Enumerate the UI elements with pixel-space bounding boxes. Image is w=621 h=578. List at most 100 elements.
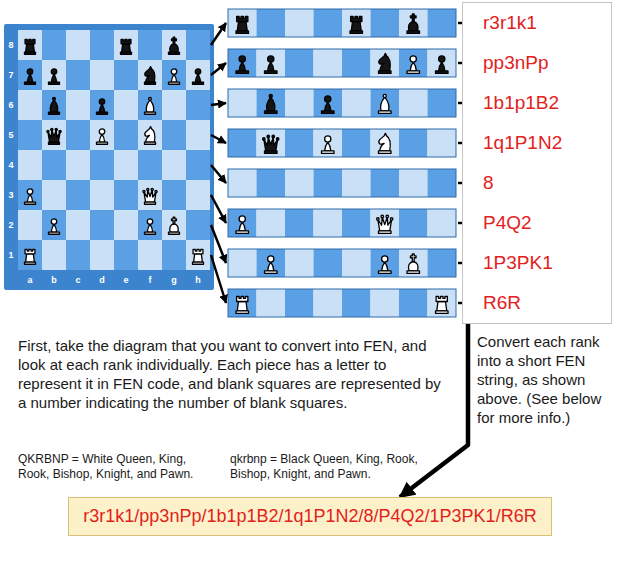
strip-square: [371, 129, 400, 157]
piece-shape: [169, 82, 180, 84]
fen-rank-text: 1q1P1N2: [483, 123, 562, 163]
piece-shape: [143, 191, 145, 193]
piece-shape: [382, 262, 388, 271]
label-holder: 6: [4, 90, 18, 120]
strip-square: [428, 129, 457, 157]
piece-shape: [390, 218, 393, 221]
piece-shape: [379, 271, 392, 274]
strip-square: [228, 129, 257, 157]
chess-piece: [265, 94, 278, 113]
piece-shape: [325, 142, 331, 151]
file-letter: b: [42, 271, 66, 289]
piece-shape: [236, 31, 249, 34]
piece-shape: [381, 97, 389, 111]
chess-piece: [97, 99, 108, 114]
piece-shape: [25, 202, 36, 204]
board-square: [162, 120, 186, 150]
strip-square: [228, 169, 257, 197]
board-square: [186, 210, 210, 240]
board-square: [186, 120, 210, 150]
chess-piece: [379, 94, 392, 113]
piece-shape: [239, 62, 245, 71]
strip-square: [428, 9, 457, 37]
piece-shape: [51, 219, 57, 225]
chess-piece: [236, 56, 249, 74]
strip-square: [399, 209, 428, 237]
rank-strip: [228, 89, 456, 117]
piece-shape: [172, 217, 177, 224]
strip-outline: [228, 249, 456, 277]
label-holder: 2: [4, 210, 18, 240]
strip-square: [285, 89, 314, 117]
board-square: [138, 60, 162, 90]
label-holder: c: [66, 271, 90, 289]
board-square: [90, 150, 114, 180]
chess-piece: [169, 69, 180, 84]
board-square: [66, 240, 90, 270]
strip-square: [399, 289, 428, 317]
board-square: [18, 150, 42, 180]
fen-rank-text: P4Q2: [483, 203, 532, 243]
piece-shape: [237, 17, 248, 22]
piece-shape: [51, 224, 57, 232]
strip-square: [428, 209, 457, 237]
strip-square: [428, 169, 457, 197]
rank-number: 1: [4, 240, 18, 270]
piece-shape: [51, 74, 57, 82]
strip-square: [314, 289, 343, 317]
piece-shape: [147, 188, 149, 190]
label-holder: qkrbnp = Black Queen, King, Rook, Bishop…: [230, 452, 420, 482]
strip-square: [342, 49, 371, 77]
board-square: [42, 180, 66, 210]
chess-piece: [322, 136, 335, 154]
piece-shape: [239, 216, 245, 222]
file-letter: d: [90, 271, 114, 289]
piece-shape: [97, 142, 108, 144]
piece-shape: [193, 82, 204, 84]
piece-shape: [27, 194, 33, 202]
board-square: [90, 90, 114, 120]
chess-piece: [322, 96, 335, 114]
piece-shape: [437, 302, 447, 311]
piece-shape: [265, 71, 278, 74]
strip-square: [228, 9, 257, 37]
piece-shape: [267, 97, 275, 111]
board-square: [90, 210, 114, 240]
board-square: [114, 150, 138, 180]
board-square: [162, 210, 186, 240]
board-square: [162, 180, 186, 210]
label-holder: 4: [4, 150, 18, 180]
piece-shape: [439, 62, 445, 71]
board-square: [186, 60, 210, 90]
piece-shape: [170, 224, 178, 232]
piece-shape: [170, 44, 178, 52]
piece-shape: [47, 131, 49, 133]
piece-shape: [195, 69, 201, 75]
fen-result-text: r3r1k1/pp3nPp/1b1p1B2/1q1P1N2/8/P4Q2/1P3…: [83, 505, 536, 528]
file-letter: g: [162, 271, 186, 289]
label-holder: b: [42, 271, 66, 289]
rank-number: 8: [4, 30, 18, 60]
rank-arrow: [211, 23, 226, 45]
piece-shape: [195, 74, 201, 82]
board-square: [66, 30, 90, 60]
piece-shape: [145, 142, 156, 144]
chess-piece: [407, 56, 420, 74]
chess-piece: [143, 188, 157, 204]
piece-shape: [25, 249, 35, 253]
piece-shape: [325, 102, 331, 111]
piece-shape: [267, 135, 270, 138]
chess-piece: [145, 219, 156, 234]
rank-number: 7: [4, 60, 18, 90]
strip-square: [285, 249, 314, 277]
board-square: [66, 210, 90, 240]
chess-piece: [436, 56, 449, 74]
piece-shape: [146, 100, 153, 112]
board-square: [42, 90, 66, 120]
piece-shape: [53, 97, 56, 100]
piece-shape: [237, 22, 247, 31]
piece-shape: [99, 129, 105, 135]
chess-piece: [265, 56, 278, 74]
strip-square: [371, 49, 400, 77]
